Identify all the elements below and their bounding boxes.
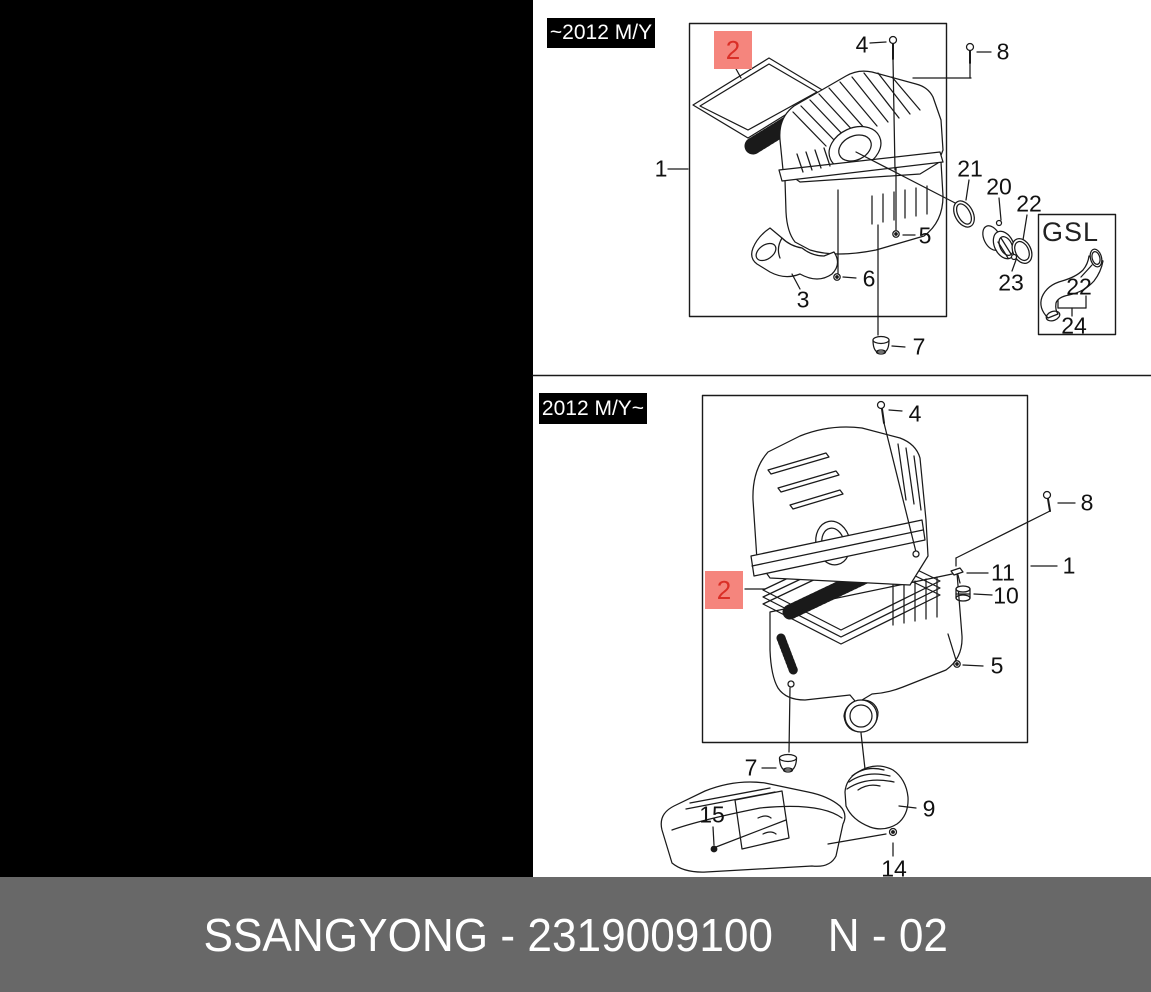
spacer-10: [956, 586, 992, 601]
bolt-6-top: [834, 190, 856, 280]
gsl-hose-24: [1041, 256, 1103, 318]
callout-top-6: 6: [862, 265, 876, 292]
banner-brand-partnumber: SSANGYONG - 2319009100: [203, 908, 773, 961]
top-diagram: [668, 24, 1116, 355]
bolt-23: [1012, 255, 1017, 272]
callout-bottom-7: 7: [744, 754, 758, 781]
gsl-inset-box: [1039, 215, 1116, 335]
footer-banner: SSANGYONG - 2319009100 N - 02: [0, 877, 1151, 992]
clip-15: [711, 820, 786, 852]
callout-bottom-14: 14: [881, 855, 907, 882]
callout-top-22: 22: [1016, 190, 1042, 217]
gsl-variant-label: GSL: [1042, 217, 1100, 247]
callout-bottom-15: 15: [699, 801, 725, 828]
callout-top-1: 1: [654, 155, 668, 182]
housing-body-top: [785, 162, 943, 254]
callout-top-3: 3: [796, 286, 810, 313]
callout-top-2: 2: [714, 31, 752, 69]
assembly-box-top: [690, 24, 947, 317]
housing-cover-bottom: [751, 427, 928, 585]
callout-bottom-9: 9: [922, 795, 936, 822]
callout-top-23: 23: [998, 269, 1024, 296]
resonator-duct: [661, 782, 845, 872]
model-year-label-top: ~2012 M/Y: [547, 18, 655, 48]
callout-bottom-1: 1: [1062, 552, 1076, 579]
air-hose-9: [845, 766, 916, 829]
housing-cover-top: [779, 71, 943, 182]
housing-body-bottom: [770, 573, 962, 732]
callout-bottom-5: 5: [990, 652, 1004, 679]
intake-snorkel-top: [752, 228, 838, 289]
callout-top-21: 21: [957, 155, 983, 182]
screw-4-top: [870, 37, 897, 171]
callout-bottom-4: 4: [908, 400, 922, 427]
bottom-diagram: [661, 396, 1075, 873]
bolt-5-bottom: [948, 634, 983, 667]
assembly-box-bottom: [703, 396, 1028, 743]
bolt-14: [828, 829, 897, 857]
callout-bottom-10: 10: [993, 582, 1019, 609]
bolt-5-top: [893, 168, 915, 237]
screw-4-bottom: [878, 402, 920, 558]
callout-bottom-2: 2: [705, 571, 743, 609]
clip-11: [951, 568, 988, 583]
callout-top-4: 4: [855, 31, 869, 58]
screw-8-top: [913, 44, 991, 79]
callout-top-20: 20: [986, 173, 1012, 200]
model-year-label-bottom: 2012 M/Y~: [539, 393, 647, 424]
screw-8-bottom: [956, 492, 1075, 567]
callout-top-gsl-22: 22: [1066, 273, 1092, 300]
o-ring-21: [949, 180, 978, 231]
callout-bottom-11: 11: [991, 559, 1015, 586]
maf-sensor-20: [979, 198, 1019, 262]
grommet-7-bottom: [762, 681, 797, 772]
callout-top-gsl-24: 24: [1061, 312, 1087, 339]
grommet-7-top: [873, 225, 905, 354]
callout-top-7: 7: [912, 333, 926, 360]
callout-top-5: 5: [918, 222, 932, 249]
callout-bottom-8: 8: [1080, 489, 1094, 516]
callout-top-8: 8: [996, 38, 1010, 65]
banner-text: SSANGYONG - 2319009100 N - 02: [203, 908, 947, 962]
banner-page-code: N - 02: [827, 908, 948, 961]
